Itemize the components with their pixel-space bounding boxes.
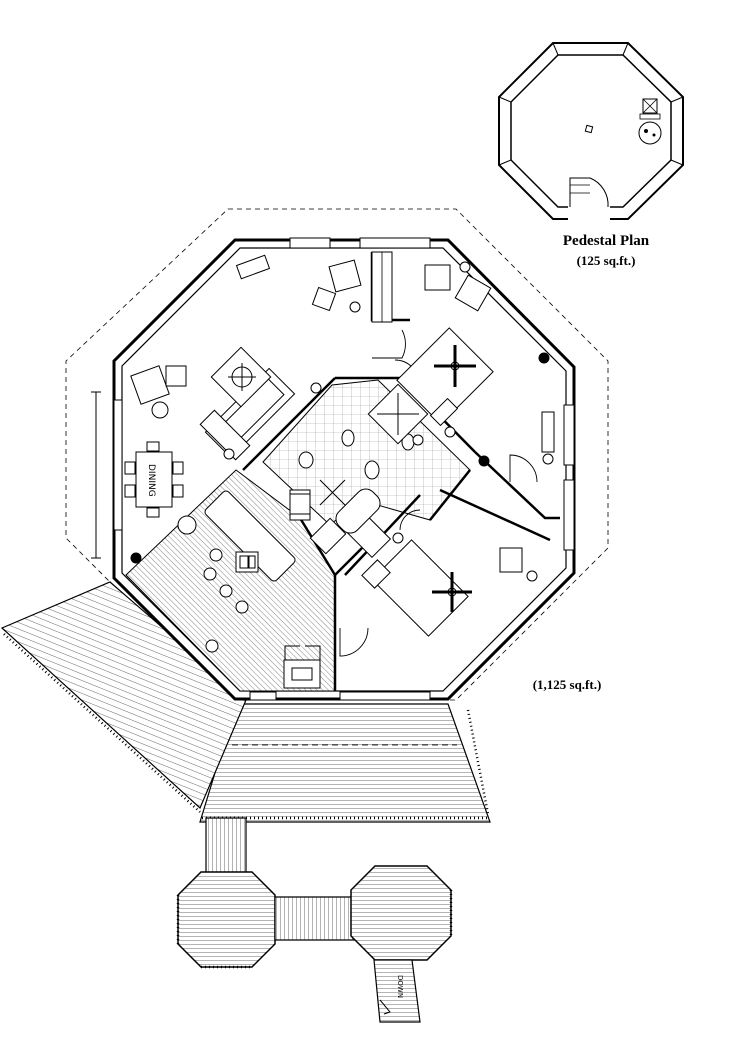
roof-overhang-line bbox=[65, 208, 609, 701]
entry-fixtures bbox=[205, 639, 321, 689]
pedestal-title: Pedestal Plan bbox=[563, 233, 650, 249]
dining-area: DINING bbox=[124, 441, 184, 518]
lower-deck-system: DOWN bbox=[176, 817, 453, 1023]
main-area-label: (1,125 sq.ft.) bbox=[533, 677, 602, 692]
light-fixtures bbox=[130, 352, 550, 564]
pedestal-area: (125 sq.ft.) bbox=[577, 253, 636, 268]
kitchen-island-icon bbox=[204, 490, 296, 582]
right-octagon-deck bbox=[350, 865, 452, 961]
bathroom-fixtures bbox=[289, 383, 429, 534]
bedroom-lower bbox=[361, 532, 538, 637]
living-room-furniture bbox=[130, 346, 322, 461]
pedestal-door-swing-icon bbox=[569, 177, 609, 208]
upper-seating bbox=[235, 254, 492, 313]
interior-walls bbox=[242, 252, 560, 691]
walkway-stairs bbox=[205, 817, 247, 879]
pedestal-outer-wall bbox=[498, 42, 684, 220]
plant-icon bbox=[223, 448, 235, 460]
main-house: DINING bbox=[91, 237, 576, 701]
pedestal-door-opening bbox=[568, 205, 610, 221]
toilet-icon bbox=[364, 460, 380, 480]
left-octagon-deck bbox=[177, 871, 276, 968]
armchair-icon bbox=[130, 365, 170, 405]
pedestal-column-icon bbox=[584, 124, 594, 134]
bed-lower-icon bbox=[371, 539, 469, 637]
bedroom-upper bbox=[396, 327, 555, 465]
front-deck bbox=[0, 581, 491, 823]
dining-label: DINING bbox=[146, 464, 156, 497]
bathtub-icon bbox=[335, 488, 381, 534]
down-label: DOWN bbox=[396, 975, 404, 998]
front-deck-right bbox=[199, 703, 491, 823]
dining-table-icon bbox=[135, 451, 173, 508]
bridge bbox=[274, 896, 358, 941]
pump-icon bbox=[638, 121, 662, 145]
side-table-icon bbox=[151, 401, 169, 419]
pedestal-plan: Pedestal Plan (125 sq.ft.) bbox=[498, 42, 684, 268]
window-markers bbox=[113, 237, 575, 701]
bed-icon bbox=[396, 327, 494, 425]
